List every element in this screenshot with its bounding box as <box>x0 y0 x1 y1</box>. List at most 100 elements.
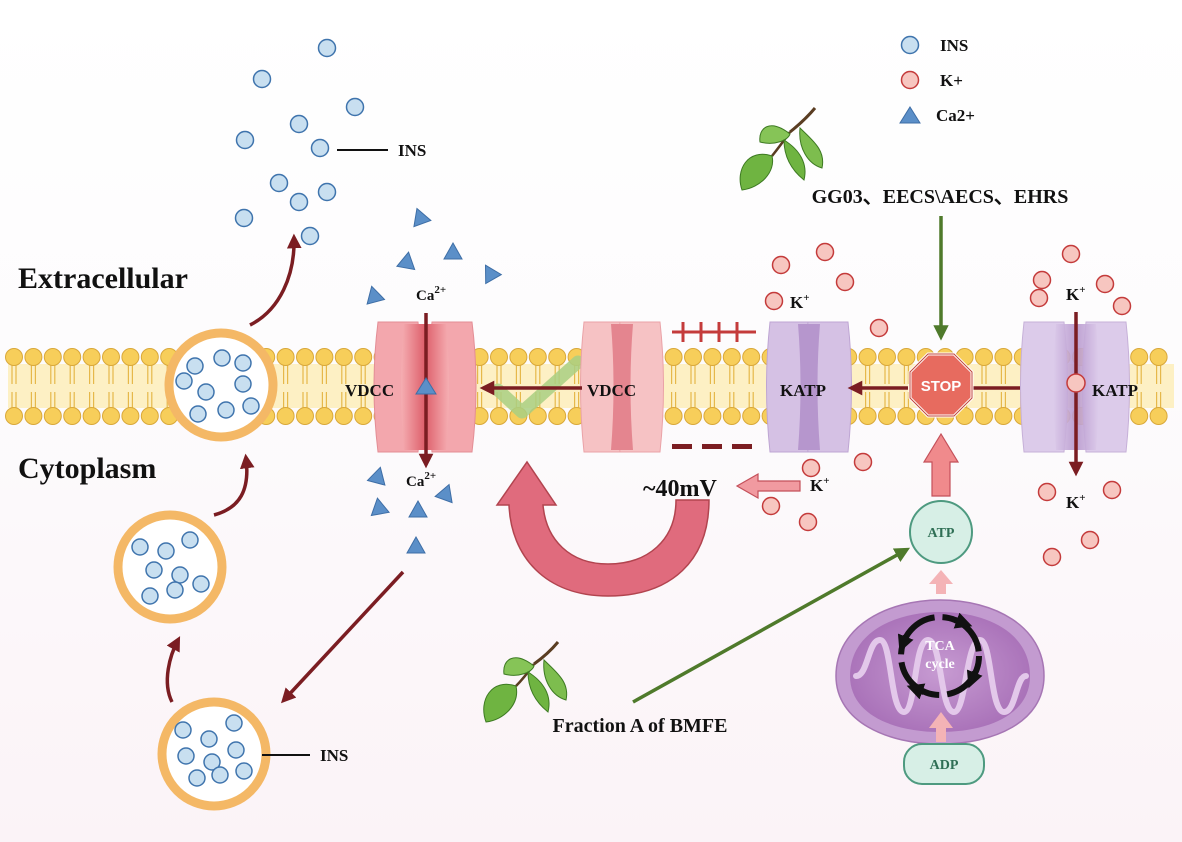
lipid-head-inner <box>354 407 373 425</box>
ca-top-label: Ca2+ <box>416 284 446 304</box>
lipid-head-inner <box>82 407 101 425</box>
legend-ca-label: Ca2+ <box>936 106 975 125</box>
lipid-head-outer <box>509 348 528 366</box>
vesicle <box>113 510 227 624</box>
potassium-ion <box>771 255 791 275</box>
legend-ins-icon <box>900 35 920 55</box>
insulin-molecule <box>174 721 192 739</box>
lipid-head-inner <box>1130 407 1149 425</box>
k-top-right-label: K+ <box>1066 284 1086 304</box>
insulin-molecule <box>269 173 289 193</box>
vdcc-left-label: VDCC <box>345 381 394 400</box>
lipid-head-outer <box>121 348 140 366</box>
insulin-molecule <box>188 769 206 787</box>
fraction-label: Fraction A of BMFE <box>553 715 728 737</box>
lipid-head-outer <box>878 348 896 366</box>
k-top-left-label: K+ <box>790 292 810 312</box>
lipid-head-inner <box>24 407 43 425</box>
lipid-head-inner <box>1149 407 1168 425</box>
katp-closed-channel <box>766 321 852 453</box>
lipid-head-inner <box>296 407 314 425</box>
plant-leaf-icon-bottom <box>483 641 568 723</box>
insulin-molecule <box>252 69 272 89</box>
mitochondrion <box>835 599 1045 745</box>
insulin-molecule <box>235 130 255 150</box>
potassium-ion-group <box>761 242 1132 567</box>
insulin-molecule <box>166 581 184 599</box>
insulin-molecule <box>310 138 330 158</box>
insulin-molecule <box>197 383 215 401</box>
lipid-head-outer <box>140 348 159 366</box>
tca-label-line1: TCA <box>925 639 955 654</box>
vdcc-mid-label: VDCC <box>587 381 636 400</box>
potassium-ion <box>1061 244 1081 264</box>
insulin-molecule <box>171 566 189 584</box>
lipid-head-outer <box>722 348 741 366</box>
potassium-ion <box>801 458 821 478</box>
lipid-head-inner <box>276 407 295 425</box>
mito-to-atp-arrow <box>929 570 953 594</box>
calcium-ion <box>434 483 453 504</box>
potential-label: ~40mV <box>643 476 717 502</box>
lipid-head-outer <box>276 348 295 366</box>
negative-charge-icon <box>672 444 752 449</box>
k-in-channel-icon <box>1066 373 1086 393</box>
potassium-ion <box>1095 274 1115 294</box>
insulin-molecule <box>203 753 221 771</box>
insulin-molecule <box>242 397 260 415</box>
lipid-head-inner <box>5 407 23 425</box>
lipid-head-outer <box>43 348 62 366</box>
insulin-molecule <box>181 531 199 549</box>
ins-top-label: INS <box>398 141 426 160</box>
lipid-head-inner <box>43 407 62 425</box>
vesicle-arrow-3 <box>249 233 302 327</box>
legend-k-label: K+ <box>940 71 963 90</box>
lipid-head-inner <box>490 407 508 425</box>
potassium-ion <box>1029 288 1049 308</box>
lipid-head-inner <box>121 407 140 425</box>
insulin-molecule <box>345 97 365 117</box>
insulin-molecule <box>157 542 175 560</box>
vdcc-open-channel <box>373 313 477 469</box>
fraction-arrow <box>632 547 911 704</box>
plant-leaf-icon-top <box>739 107 824 191</box>
lipid-head-outer <box>1130 348 1149 366</box>
potassium-ion <box>1080 530 1100 550</box>
vdcc-closed-channel <box>580 321 664 453</box>
positive-charge-icon <box>672 322 756 342</box>
lipid-head-outer <box>742 348 761 366</box>
lipid-head-inner <box>742 407 761 425</box>
calcium-ion <box>408 499 428 518</box>
lipid-head-inner <box>102 407 120 425</box>
potassium-ion <box>869 318 889 338</box>
lipid-head-outer <box>975 348 993 366</box>
insulin-molecule <box>141 587 159 605</box>
k-bottom-right-label: K+ <box>1066 492 1086 512</box>
lipid-head-inner <box>664 407 683 425</box>
calcium-ion <box>366 285 386 305</box>
exocytosis-arrows <box>165 233 405 704</box>
katp-right-label: KATP <box>1092 381 1138 400</box>
calcium-ion-group <box>366 207 503 554</box>
calcium-ion <box>395 251 416 271</box>
insulin-molecule <box>225 714 243 732</box>
insulin-molecule <box>177 747 195 765</box>
calcium-ion <box>443 241 463 260</box>
k-mid-label: K+ <box>810 475 830 495</box>
insulin-molecule <box>192 575 210 593</box>
calcium-to-vesicle-arrow <box>280 570 405 704</box>
tca-cycle-icon <box>898 614 982 698</box>
lipid-head-outer <box>5 348 23 366</box>
insulin-molecule <box>211 766 229 784</box>
lipid-head-inner <box>315 407 334 425</box>
potassium-ion <box>835 272 855 292</box>
lipid-head-outer <box>684 348 702 366</box>
insulin-molecule <box>289 192 309 212</box>
k-efflux-arrow <box>735 472 801 500</box>
insulin-molecule <box>235 762 253 780</box>
insulin-molecule <box>213 349 231 367</box>
lipid-head-inner <box>548 407 567 425</box>
calcium-ion <box>484 264 503 285</box>
lipid-head-inner <box>703 407 722 425</box>
